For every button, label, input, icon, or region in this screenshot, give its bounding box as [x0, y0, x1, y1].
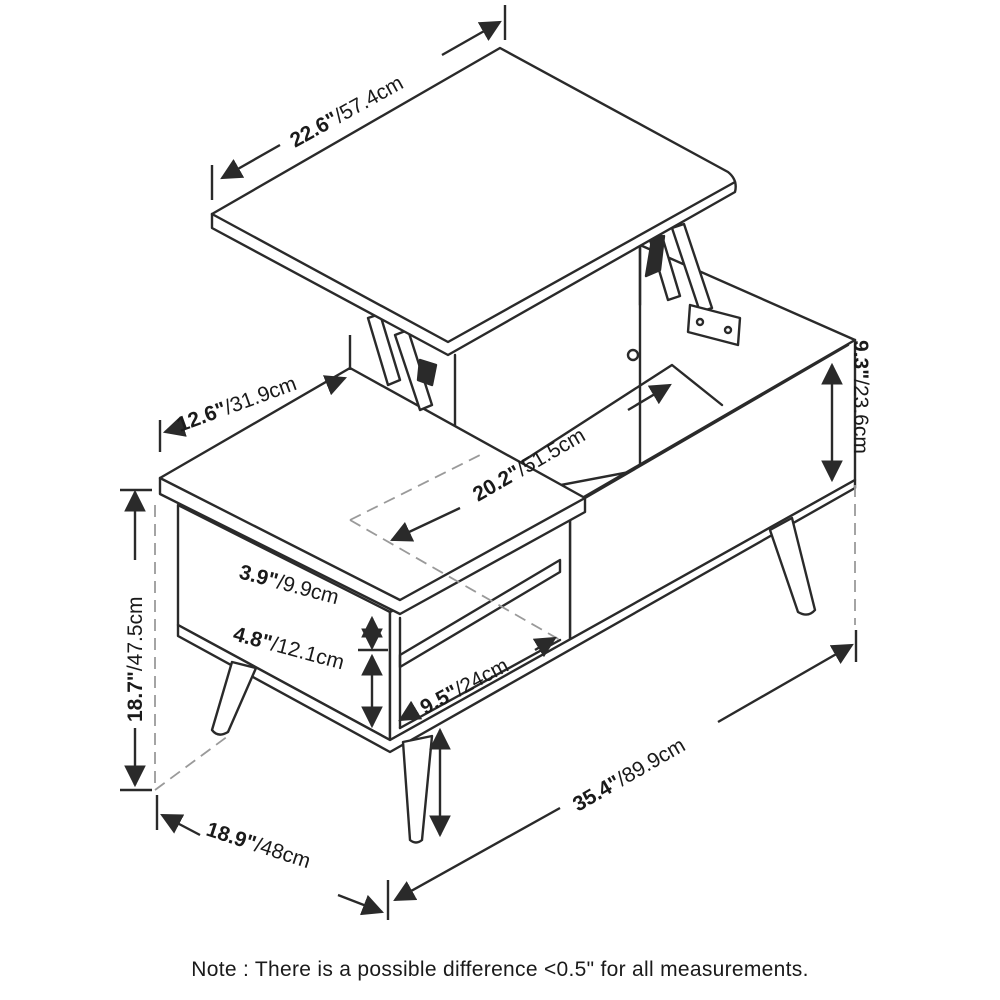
measurement-note: Note : There is a possible difference <0… — [191, 958, 809, 981]
lift-top-edge — [210, 180, 737, 344]
storage-inner-floor — [453, 363, 724, 507]
leg-front-right — [768, 516, 817, 616]
dim-line-leg-height — [398, 700, 423, 722]
dim-line-lift-top-width — [220, 143, 281, 180]
coffee-table-drawing — [158, 46, 857, 844]
dim-line-total-depth — [160, 813, 201, 837]
fixed-top-edge — [158, 476, 587, 602]
label-total-height: 18.7"/47.5cm — [124, 596, 147, 722]
dim-line-storage-length — [390, 506, 461, 542]
label-total-width: 35.4"/89.9cm — [569, 734, 689, 817]
lift-hinge-left — [366, 312, 438, 412]
leg-front-left — [401, 734, 434, 844]
screw-hole — [626, 348, 640, 362]
hidden-edges — [154, 454, 856, 791]
leg-back-left — [210, 660, 258, 736]
dimension-lines — [120, 5, 858, 920]
lift-hinge-right — [644, 222, 742, 347]
dim-line-total-width — [393, 806, 561, 902]
dim-line-lift-top-depth — [162, 416, 187, 437]
storage-rim — [583, 343, 850, 500]
label-storage-height: 9.3"/23.6cm — [849, 340, 872, 454]
label-total-depth: 18.9"/48cm — [203, 818, 313, 873]
